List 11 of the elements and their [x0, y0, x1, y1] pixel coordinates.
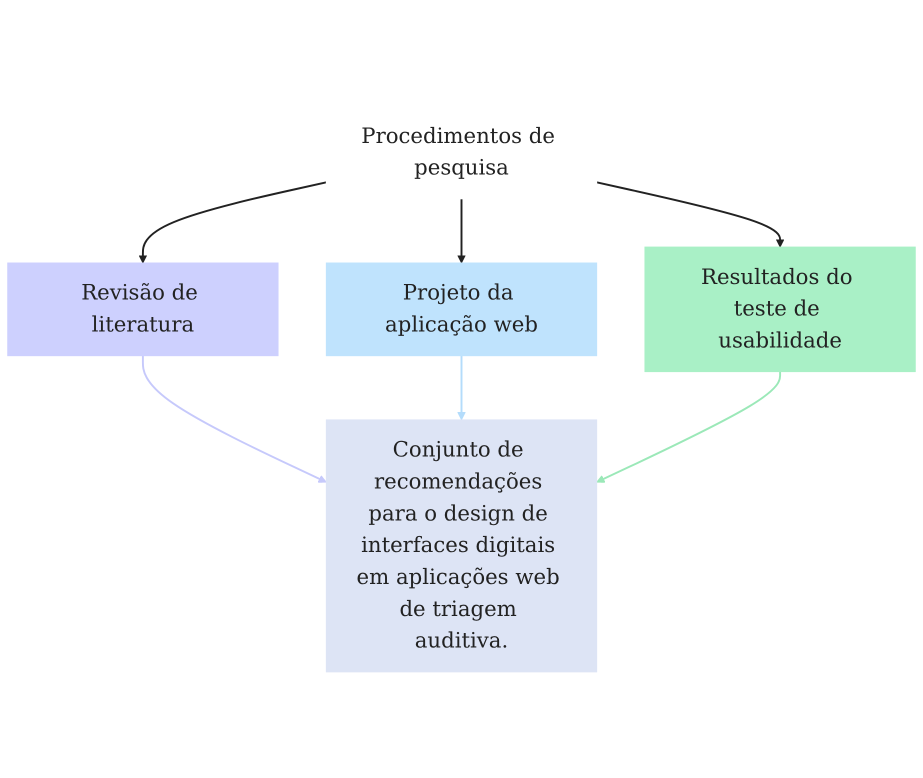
arrow: [457, 356, 466, 420]
arrow: [142, 356, 327, 483]
node-text: Procedimentos de pesquisa: [361, 124, 555, 180]
arrow: [457, 198, 466, 264]
node-box: Revisão de literatura: [7, 262, 279, 356]
node-box: Projeto da aplicação web: [326, 262, 598, 356]
node-box: Conjunto de recomendações para o design de interfaces digitais em aplicações web de triagem auditiva.: [326, 419, 598, 672]
arrow: [596, 372, 782, 483]
node-box: Resultados do teste de usabilidade: [644, 246, 916, 372]
arrow: [596, 181, 784, 248]
arrow: [138, 181, 327, 264]
